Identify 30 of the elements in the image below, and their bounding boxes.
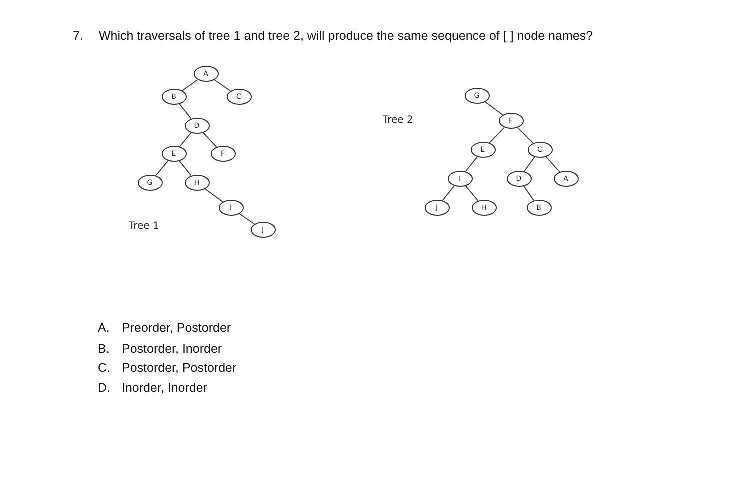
tree-edge bbox=[204, 188, 224, 202]
tree-caption: Tree 1 bbox=[129, 220, 160, 233]
answer-option: Preorder, Postorder bbox=[122, 320, 232, 336]
tree-edge bbox=[546, 156, 560, 173]
option-letter: C. bbox=[98, 360, 110, 376]
answer-option: Postorder, Inorder bbox=[122, 341, 222, 357]
tree-edge bbox=[524, 156, 536, 172]
tree-edge bbox=[465, 186, 479, 202]
tree-edge bbox=[179, 104, 192, 120]
tree-edge bbox=[484, 102, 504, 116]
tree-edge bbox=[182, 79, 198, 92]
tree-edge bbox=[517, 127, 534, 144]
tree-edge bbox=[239, 213, 255, 225]
tree-edge bbox=[155, 160, 169, 176]
tree-edge bbox=[179, 160, 192, 176]
tree-edge bbox=[489, 127, 505, 144]
tree-edge bbox=[179, 132, 192, 148]
option-letter: D. bbox=[98, 380, 110, 396]
option-letter: A. bbox=[98, 320, 110, 336]
answer-option: Inorder, Inorder bbox=[122, 380, 208, 396]
tree-edge bbox=[524, 186, 534, 202]
option-letter: B. bbox=[98, 341, 110, 357]
answer-option: Postorder, Postorder bbox=[122, 360, 237, 376]
tree-edge bbox=[465, 156, 478, 172]
tree-edge bbox=[202, 132, 218, 148]
tree-caption: Tree 2 bbox=[383, 114, 414, 127]
tree-edge bbox=[214, 79, 232, 92]
tree-edge bbox=[442, 186, 455, 202]
question-number: 7. bbox=[73, 28, 84, 44]
question-text: Which traversals of tree 1 and tree 2, will produce the same sequence of [ ] node names? bbox=[99, 28, 594, 44]
